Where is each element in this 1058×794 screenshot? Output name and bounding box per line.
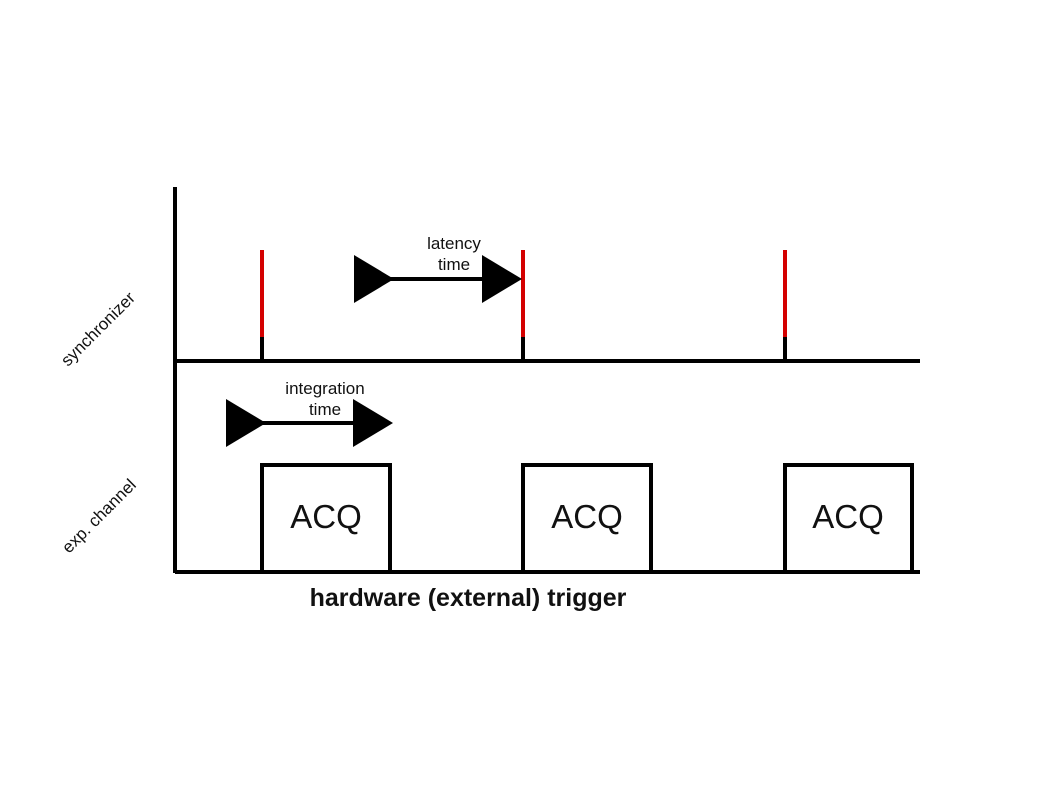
- synchronizer-axis-label: synchronizer: [57, 288, 139, 370]
- integration-label-line-1: integration: [285, 379, 364, 398]
- acq-blocks: ACQ ACQ ACQ: [260, 463, 914, 574]
- trigger-pulses: [260, 250, 787, 361]
- latency-label-line-2: time: [438, 255, 470, 274]
- exp-channel-axis-label: exp. channel: [58, 475, 140, 557]
- acq-label: ACQ: [812, 498, 884, 535]
- acq-block: [783, 463, 914, 574]
- integration-label-line-2: time: [309, 400, 341, 419]
- acq-block: [521, 463, 653, 574]
- latency-label-line-1: latency: [427, 234, 481, 253]
- diagram-title: hardware (external) trigger: [310, 584, 627, 612]
- acq-block: [260, 463, 392, 574]
- acq-label: ACQ: [551, 498, 623, 535]
- acq-label: ACQ: [290, 498, 362, 535]
